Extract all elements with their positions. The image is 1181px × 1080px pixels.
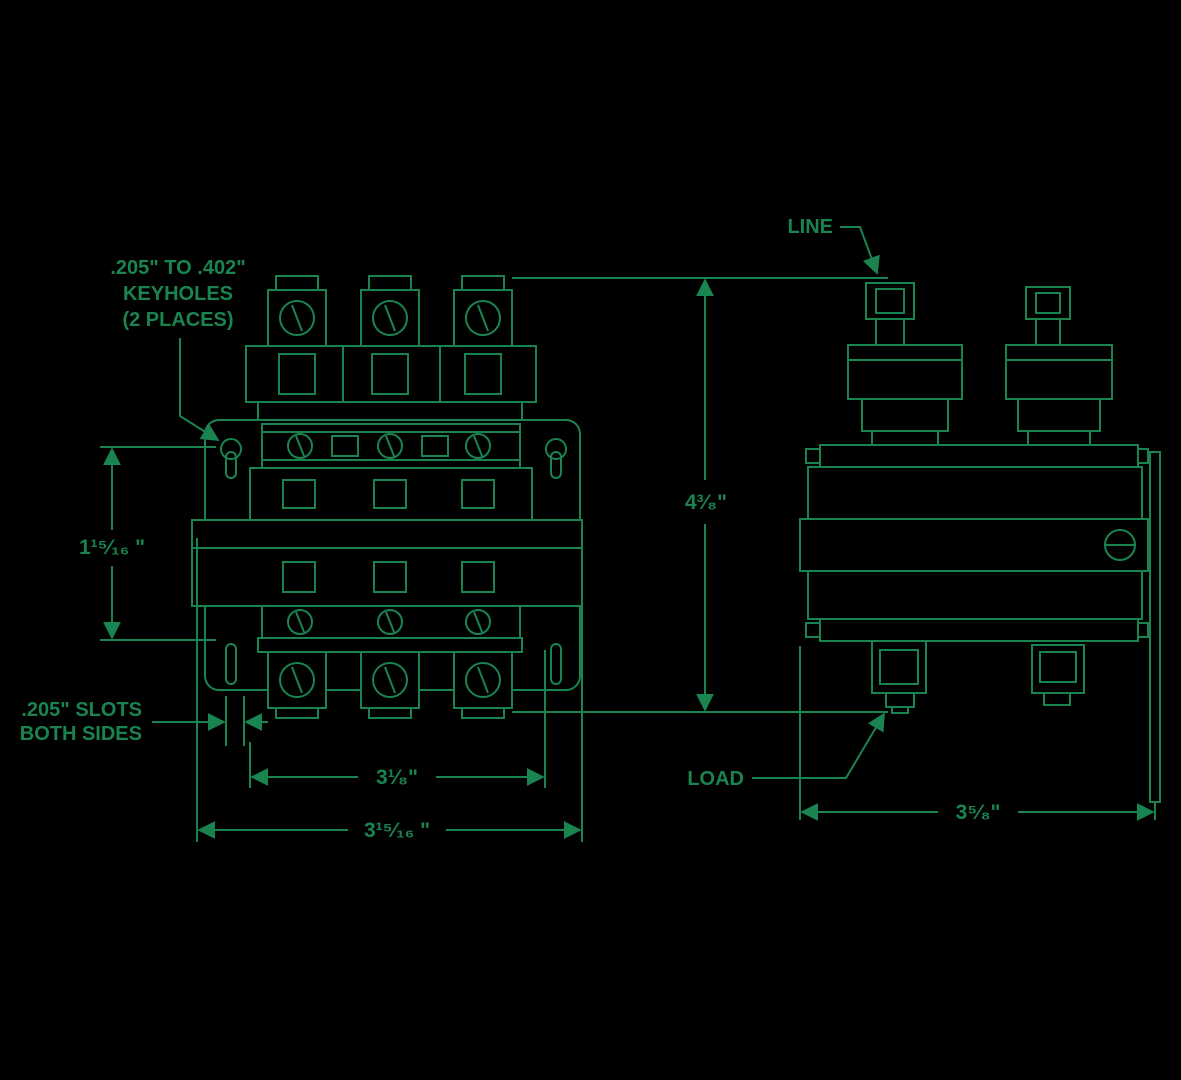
front-lower-step <box>257 637 523 653</box>
front-upper-step <box>257 401 523 421</box>
front-mid-screw-2 <box>377 433 403 459</box>
front-top-screw-3 <box>465 300 501 336</box>
keyholes-label-line1: .205" TO .402" <box>110 257 245 279</box>
keyhole-left <box>220 438 242 460</box>
front-lug-block <box>245 345 537 403</box>
keyholes-callout: .205" TO .402" KEYHOLES (2 PLACES) <box>110 257 246 441</box>
callout-labels: .205" TO .402" KEYHOLES (2 PLACES) LINE … <box>110 216 885 790</box>
front-low-screw-2 <box>377 609 403 635</box>
front-middle-windows <box>282 479 495 509</box>
keyholes-label-line2: KEYHOLES <box>123 283 233 305</box>
front-top-screw-2 <box>372 300 408 336</box>
front-mid-screw-3 <box>465 433 491 459</box>
front-low-screw-1 <box>287 609 313 635</box>
load-callout: LOAD <box>687 712 885 790</box>
front-upper-window-2 <box>421 435 449 457</box>
front-upper-window-1 <box>331 435 359 457</box>
side-load-terminal-inner <box>879 649 919 685</box>
side-bottom-terminal2-inner <box>1039 651 1077 683</box>
load-leader-arrow <box>752 712 885 779</box>
side-body-screw <box>1104 529 1136 561</box>
side-mounting-plate-edge <box>1149 451 1161 803</box>
dim-overall-height: 4³⁄₈" <box>512 277 888 713</box>
line-leader-arrow <box>840 226 880 275</box>
keyhole-right <box>545 438 567 460</box>
front-bottom-screw-3 <box>465 662 501 698</box>
side-band-3-widest <box>799 518 1149 572</box>
side-band1-left-nub <box>805 448 821 464</box>
front-low-screw-3 <box>465 609 491 635</box>
dim-overall-depth: 3⁵⁄₈" <box>799 646 1156 824</box>
side-terminal2-cap <box>1025 286 1071 320</box>
keyhole-right-slot <box>550 451 562 479</box>
side-band-5 <box>819 618 1139 642</box>
side-terminal2-lug-block <box>1005 344 1113 400</box>
dim-overall-width: 3¹⁵⁄₁₆ " <box>196 538 583 842</box>
load-label: LOAD <box>687 768 744 790</box>
side-band-2 <box>807 466 1143 520</box>
dim-overall-width-ext-lines <box>196 538 583 842</box>
keyholes-leader-arrow <box>179 338 220 441</box>
side-band1-right-nub <box>1137 448 1149 464</box>
front-wide-windows <box>282 561 495 593</box>
side-line-lug-block <box>847 344 963 400</box>
front-top-screw-1 <box>279 300 315 336</box>
dim-overall-width-value: 3¹⁵⁄₁₆ " <box>364 819 430 842</box>
side-line-terminal-inner <box>875 288 905 314</box>
line-callout: LINE <box>787 216 880 275</box>
side-line-terminal-neck <box>875 318 905 346</box>
side-terminal2-inner <box>1035 292 1061 314</box>
side-terminal2-step <box>1017 398 1101 432</box>
side-line-substep <box>871 430 939 446</box>
front-view-drawing <box>191 275 583 719</box>
front-bottom-terminal-caps <box>275 707 505 719</box>
dim-left-height: 1¹⁵⁄₁₆ " <box>79 446 216 641</box>
mount-slot-right <box>550 643 562 685</box>
dim-slots-callout: .205" SLOTS BOTH SIDES <box>20 696 268 746</box>
dimensions: 1¹⁵⁄₁₆ " 4³⁄₈" 3¹⁄₈" 3¹⁵⁄₁₆ " <box>20 277 1156 842</box>
front-top-screw-slots <box>291 304 489 332</box>
dim-left-height-value: 1¹⁵⁄₁₆ " <box>79 536 145 559</box>
line-label: LINE <box>787 216 833 238</box>
dim-overall-height-value: 4³⁄₈" <box>685 491 727 514</box>
dim-overall-depth-value: 3⁵⁄₈" <box>956 801 1001 824</box>
side-terminal2-substep <box>1027 430 1091 446</box>
front-bottom-screw-slots <box>291 666 489 694</box>
side-band5-left-nub <box>805 622 821 638</box>
front-middle-band <box>249 467 533 521</box>
side-load-terminal-tab <box>885 692 915 708</box>
slots-label-line2: BOTH SIDES <box>20 723 142 745</box>
front-low-screw-slots <box>295 611 483 633</box>
mount-slot-left <box>225 643 237 685</box>
front-lug-dividers <box>342 346 441 402</box>
dim-inner-width-value: 3¹⁄₈" <box>376 766 418 789</box>
side-band-4 <box>807 570 1143 620</box>
side-band5-right-nub <box>1137 622 1149 638</box>
dim-overall-depth-ext-lines <box>799 646 1156 820</box>
front-bottom-screw-2 <box>372 662 408 698</box>
keyholes-label-line3: (2 PLACES) <box>122 309 233 331</box>
slots-label-line1: .205" SLOTS <box>21 699 142 721</box>
dim-overall-height-ext-lines <box>512 277 888 713</box>
keyhole-left-slot <box>225 451 237 479</box>
front-bottom-screw-1 <box>279 662 315 698</box>
side-bottom-terminal2-tab <box>1043 692 1071 706</box>
front-top-terminal-caps <box>275 275 505 291</box>
side-band-1 <box>819 444 1139 468</box>
dim-slots-edge-lines <box>225 696 245 746</box>
side-load-terminal-foot <box>891 706 909 714</box>
front-upper-strip <box>261 431 521 461</box>
front-lug-inner-windows <box>278 353 502 395</box>
dim-inner-width-ext-lines <box>249 650 546 788</box>
side-line-step <box>861 398 949 432</box>
front-mid-screw-slots <box>295 435 483 457</box>
side-view-drawing <box>799 282 1161 803</box>
side-terminal2-neck <box>1035 318 1061 346</box>
dim-inner-width: 3¹⁄₈" <box>249 650 546 789</box>
front-mid-screw-1 <box>287 433 313 459</box>
